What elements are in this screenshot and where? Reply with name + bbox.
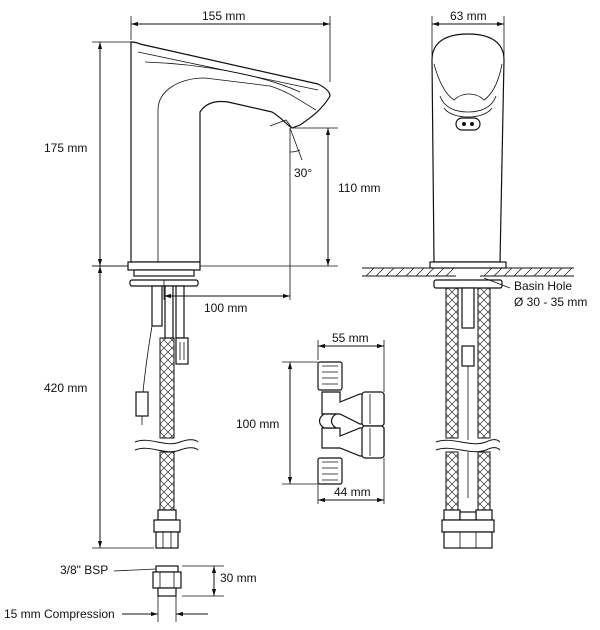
- dim-155-text: 155 mm: [202, 9, 245, 23]
- front-view-faucet: [127, 41, 331, 549]
- connector-detail: 30 mm 3/8" BSP 15 mm Compression: [4, 563, 257, 622]
- dim-63-text: 63 mm: [450, 9, 487, 23]
- compression-label: 15 mm Compression: [4, 607, 115, 621]
- angle-text: 30°: [294, 166, 312, 180]
- dim-valve-100-text: 100 mm: [236, 417, 279, 431]
- dim-420-text: 420 mm: [44, 381, 87, 395]
- side-view-faucet: [362, 33, 574, 549]
- dim-175-text: 175 mm: [44, 141, 87, 155]
- front-view-dimensions: 155 mm 175 mm 110 mm 30° 100 mm 420 mm: [44, 9, 380, 549]
- dim-110-text: 110 mm: [338, 181, 380, 195]
- dim-reach-text: 100 mm: [204, 301, 247, 315]
- basin-hole-label: Basin Hole: [514, 279, 572, 293]
- dim-30-text: 30 mm: [220, 571, 257, 585]
- dim-55-text: 55 mm: [332, 331, 369, 345]
- valve-detail: 55 mm 100 mm 44 mm: [236, 331, 385, 504]
- dim-44-text: 44 mm: [334, 485, 371, 499]
- bsp-label: 3/8" BSP: [60, 563, 108, 577]
- side-view-dimensions: 63 mm Basin Hole Ø 30 - 35 mm: [431, 9, 587, 309]
- basin-hole-diameter: Ø 30 - 35 mm: [514, 295, 587, 309]
